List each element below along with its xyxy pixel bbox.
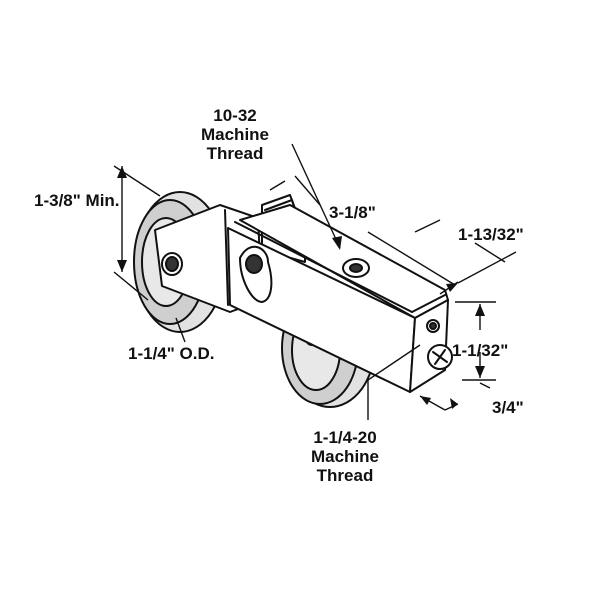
top-thread-word-machine: Machine <box>200 125 270 144</box>
height-side-label: 1-1/32" <box>452 341 509 360</box>
height-min-label: 1-3/8" Min. <box>34 191 120 210</box>
depth-label: 3/4" <box>492 398 524 417</box>
bottom-thread-word-machine: Machine <box>310 447 380 466</box>
top-thread-word-thread: Thread <box>206 144 264 163</box>
housing-block <box>227 204 453 393</box>
top-thread-label: 10-32 Machine Thread <box>200 106 270 163</box>
bottom-thread-size: 1-1/4-20 <box>313 428 377 447</box>
top-thread-size: 10-32 <box>213 106 257 125</box>
wheel-od-label: 1-1/4" O.D. <box>128 344 215 363</box>
length-label: 3-1/8" <box>329 203 376 222</box>
bottom-thread-label: 1-1/4-20 Machine Thread <box>290 428 400 485</box>
width-top-label: 1-13/32" <box>458 225 524 244</box>
dimension-arrowheads <box>117 166 485 409</box>
bottom-thread-word-thread: Thread <box>316 466 374 485</box>
dimension-lines <box>113 143 517 420</box>
